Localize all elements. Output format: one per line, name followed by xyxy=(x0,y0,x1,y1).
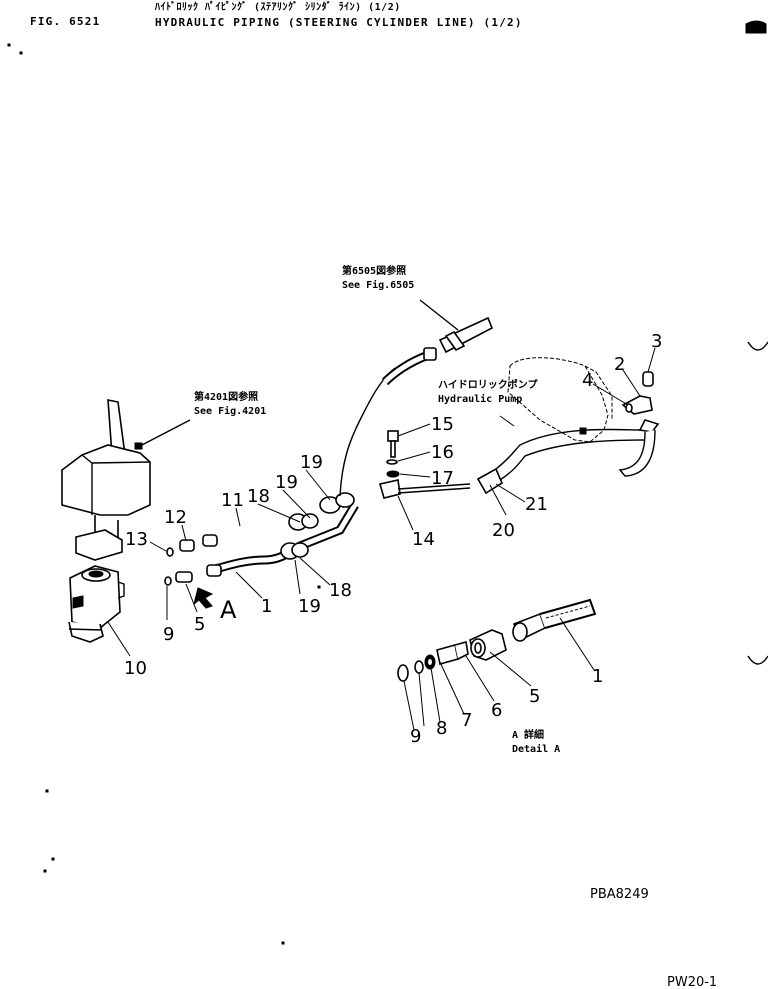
ref-pump-jp: ハイドロリックポンプ xyxy=(438,378,538,391)
callout-10: 10 xyxy=(124,658,147,679)
callout-6: 6 xyxy=(491,700,502,721)
ref-pump-en: Hydraulic Pump xyxy=(438,393,522,405)
reference-fig6505: 第6505図参照 See Fig.6505 xyxy=(342,264,414,291)
fittings-left xyxy=(164,534,222,609)
callout-17: 17 xyxy=(431,468,454,489)
binder-hole-mark xyxy=(747,655,768,665)
callout-7: 7 xyxy=(461,710,472,731)
ref-fig4201-jp: 第4201図参照 xyxy=(194,390,258,403)
callout-1-main: 1 xyxy=(261,596,272,617)
callout-11: 11 xyxy=(221,490,244,511)
bolt-washer-stack xyxy=(386,430,400,478)
callout-20: 20 xyxy=(492,520,515,541)
ref-fig6505-en: See Fig.6505 xyxy=(342,279,414,291)
title-japanese: ﾊｲﾄﾞﾛﾘｯｸ ﾊﾟｲﾋﾟﾝｸﾞ (ｽﾃｱﾘﾝｸﾞ ｼﾘﾝﾀﾞ ﾗｲﾝ) (1… xyxy=(154,0,401,13)
callout-18-upper: 18 xyxy=(247,486,270,507)
tee-fitting-14 xyxy=(339,367,471,499)
callout-16: 16 xyxy=(431,442,454,463)
fitting-20-21 xyxy=(476,428,646,495)
callout-4: 4 xyxy=(582,370,593,391)
callout-5-detail: 5 xyxy=(529,686,540,707)
callout-13: 13 xyxy=(125,529,148,550)
steering-valve-assembly xyxy=(61,399,191,643)
callout-19-left: 19 xyxy=(275,472,298,493)
callout-19-bottom: 19 xyxy=(298,596,321,617)
callout-14: 14 xyxy=(412,529,435,550)
callout-12: 12 xyxy=(164,507,187,528)
drawing-code: PBA8249 xyxy=(590,887,649,902)
binder-tab-mark xyxy=(745,20,767,34)
callout-21: 21 xyxy=(525,494,548,515)
detail-a-en: Detail A xyxy=(512,743,560,755)
ref-fig4201-en: See Fig.4201 xyxy=(194,405,266,417)
callout-5-main: 5 xyxy=(194,614,205,635)
callout-3: 3 xyxy=(651,331,662,352)
leader-lines xyxy=(107,347,656,731)
detail-a-label: A 詳細 Detail A xyxy=(512,728,560,755)
callout-1-detail: 1 xyxy=(592,666,603,687)
part-callouts: 1 1 2 3 4 5 5 6 7 8 9 9 10 11 12 13 14 1… xyxy=(124,331,662,747)
callout-2: 2 xyxy=(614,354,625,375)
callout-8: 8 xyxy=(436,718,447,739)
callout-9-detail: 9 xyxy=(410,726,421,747)
detail-a-jp: A 詳細 xyxy=(512,728,544,741)
binder-hole-mark xyxy=(747,341,768,351)
scan-speckles xyxy=(7,43,321,945)
hydraulic-pump xyxy=(507,357,660,477)
hose-to-fig6505 xyxy=(381,299,494,386)
page-code: PW20-1 xyxy=(667,975,717,989)
detail-a-exploded-view xyxy=(397,598,597,682)
reference-fig4201: 第4201図参照 See Fig.4201 xyxy=(194,390,266,417)
view-marker-a: A xyxy=(220,596,237,624)
reference-hydraulic-pump: ハイドロリックポンプ Hydraulic Pump xyxy=(438,378,538,405)
callout-19-top: 19 xyxy=(300,452,323,473)
clamps xyxy=(280,492,355,560)
figure-number: FIG. 6521 xyxy=(30,15,100,28)
callout-9-main: 9 xyxy=(163,624,174,645)
ref-fig6505-jp: 第6505図参照 xyxy=(342,264,406,277)
callout-15: 15 xyxy=(431,414,454,435)
callout-18-lower: 18 xyxy=(329,580,352,601)
title-english: HYDRAULIC PIPING (STEERING CYLINDER LINE… xyxy=(155,16,523,29)
